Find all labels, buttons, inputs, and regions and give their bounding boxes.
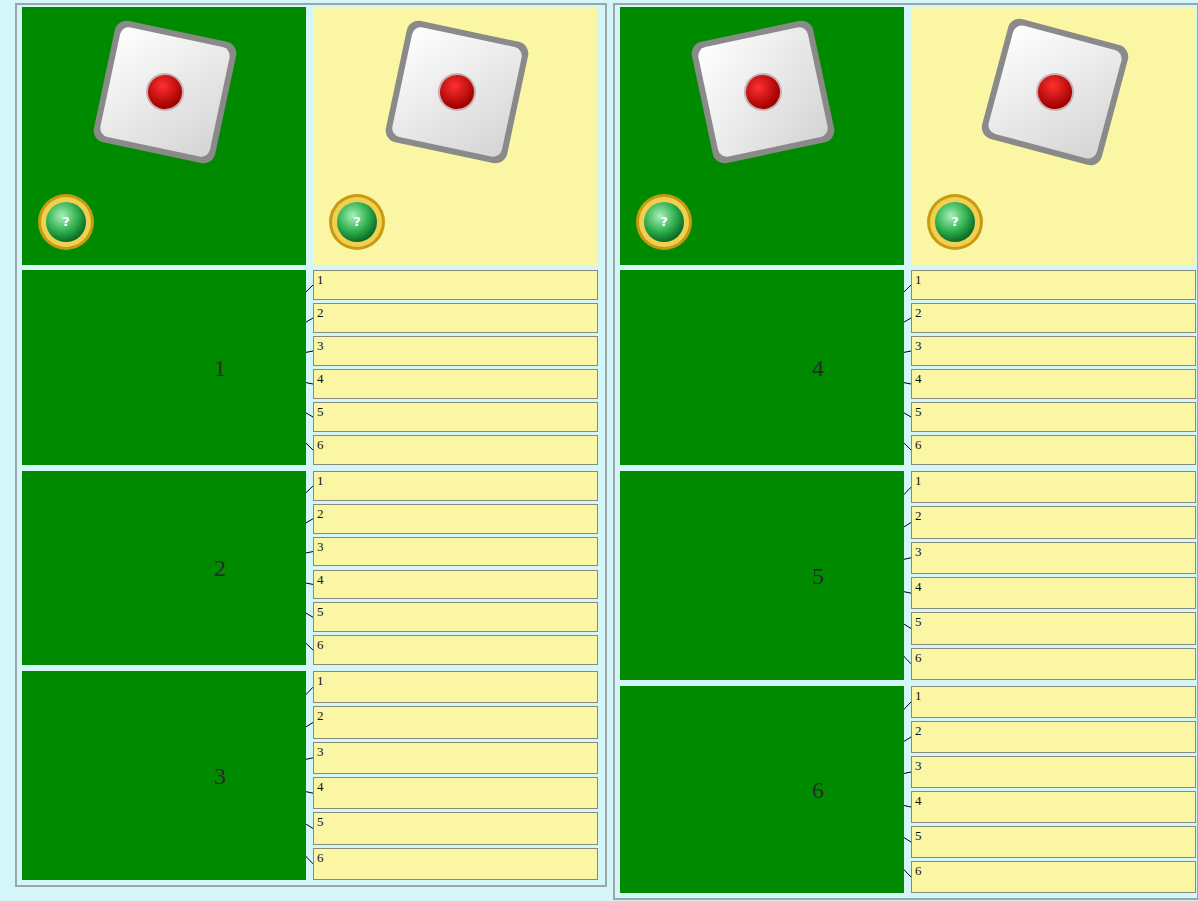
outcome-cell: 2 (911, 303, 1196, 333)
outcome-cell: 1 (911, 686, 1196, 718)
outcome-cell: 2 (911, 506, 1196, 538)
outcome-text: 5 (915, 404, 922, 419)
outcome-text: 6 (317, 850, 324, 865)
outcome-cell: 1 (911, 471, 1196, 503)
help-mark: ? (945, 214, 965, 230)
outcome-text: 2 (317, 708, 324, 723)
help-mark: ? (347, 214, 367, 230)
outcome-text: 1 (915, 473, 922, 488)
outcome-cell: 4 (313, 369, 598, 399)
branch-panel (22, 270, 306, 465)
outcome-text: 5 (915, 614, 922, 629)
outcome-text: 4 (915, 371, 922, 386)
outcome-cell: 5 (313, 812, 598, 844)
outcome-text: 6 (317, 437, 324, 452)
number-text: 1 (214, 355, 226, 381)
number-text: 3 (214, 763, 226, 789)
outcome-cell: 1 (313, 270, 598, 300)
outcome-text: 5 (317, 604, 324, 619)
outcome-cell: 1 (911, 270, 1196, 300)
outcome-cell: 2 (313, 706, 598, 738)
outcome-text: 2 (915, 723, 922, 738)
outcome-text: 3 (915, 758, 922, 773)
outcome-cell: 5 (313, 402, 598, 432)
outcome-text: 5 (915, 828, 922, 843)
outcome-text: 4 (317, 572, 324, 587)
outcome-cell: 4 (911, 577, 1196, 609)
outcome-text: 2 (915, 508, 922, 523)
outcome-text: 1 (317, 473, 324, 488)
outcome-cell: 6 (911, 435, 1196, 465)
outcome-text: 1 (915, 272, 922, 287)
outcome-text: 4 (317, 371, 324, 386)
branch-number: 6 (810, 777, 826, 803)
help-mark: ? (56, 214, 76, 230)
number-text: 4 (812, 355, 824, 381)
outcome-text: 4 (317, 779, 324, 794)
outcome-text: 2 (317, 506, 324, 521)
outcome-text: 3 (317, 539, 324, 554)
help-mark: ? (654, 214, 674, 230)
branch-panel (620, 471, 904, 680)
outcome-text: 3 (317, 338, 324, 353)
outcome-text: 2 (317, 305, 324, 320)
outcome-text: 6 (915, 863, 922, 878)
outcome-text: 6 (915, 650, 922, 665)
outcome-cell: 3 (313, 537, 598, 567)
outcome-text: 3 (915, 544, 922, 559)
outcome-text: 1 (915, 688, 922, 703)
branch-number: 1 (212, 355, 228, 381)
branch-number: 2 (212, 555, 228, 581)
outcome-text: 5 (317, 404, 324, 419)
outcome-cell: 1 (313, 671, 598, 703)
branch-panel (620, 270, 904, 465)
outcome-cell: 4 (911, 369, 1196, 399)
outcome-cell: 1 (313, 471, 598, 501)
outcome-cell: 2 (313, 303, 598, 333)
outcome-cell: 5 (313, 602, 598, 632)
outcome-text: 5 (317, 814, 324, 829)
branch-number: 3 (212, 763, 228, 789)
outcome-text: 1 (317, 272, 324, 287)
outcome-text: 3 (915, 338, 922, 353)
outcome-cell: 5 (911, 402, 1196, 432)
branch-number: 5 (810, 563, 826, 589)
outcome-cell: 6 (313, 848, 598, 880)
branch-panel (22, 671, 306, 880)
outcome-cell: 3 (911, 756, 1196, 788)
outcome-cell: 3 (911, 336, 1196, 366)
number-text: 6 (812, 777, 824, 803)
outcome-cell: 5 (911, 826, 1196, 858)
outcome-cell: 4 (313, 777, 598, 809)
outcome-cell: 3 (313, 336, 598, 366)
outcome-cell: 6 (313, 635, 598, 665)
outcome-cell: 6 (911, 861, 1196, 893)
number-text: 2 (214, 555, 226, 581)
outcome-text: 3 (317, 744, 324, 759)
branch-number: 4 (810, 355, 826, 381)
number-text: 5 (812, 563, 824, 589)
outcome-text: 6 (915, 437, 922, 452)
outcome-text: 6 (317, 637, 324, 652)
outcome-cell: 2 (313, 504, 598, 534)
branch-panel (620, 686, 904, 893)
outcome-cell: 4 (313, 570, 598, 600)
outcome-cell: 6 (313, 435, 598, 465)
outcome-cell: 3 (313, 742, 598, 774)
outcome-text: 2 (915, 305, 922, 320)
branch-panel (22, 471, 306, 665)
outcome-cell: 6 (911, 648, 1196, 680)
outcome-cell: 2 (911, 721, 1196, 753)
outcome-cell: 4 (911, 791, 1196, 823)
outcome-cell: 5 (911, 612, 1196, 644)
outcome-cell: 3 (911, 542, 1196, 574)
outcome-text: 4 (915, 793, 922, 808)
outcome-text: 1 (317, 673, 324, 688)
outcome-text: 4 (915, 579, 922, 594)
